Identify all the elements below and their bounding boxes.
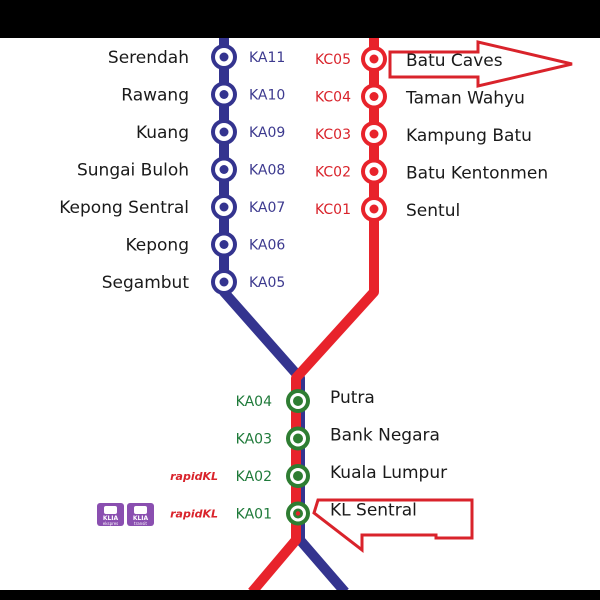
station-name: Rawang — [121, 86, 189, 106]
train-icon — [104, 506, 117, 514]
station-marker-dot — [369, 54, 379, 64]
station-name: Sungai Buloh — [77, 161, 189, 181]
station-name: Kampung Batu — [406, 126, 532, 146]
station-marker-dot — [219, 90, 229, 99]
station-ka07[interactable] — [211, 194, 237, 220]
station-ka05[interactable] — [211, 269, 237, 295]
badge-sub: ekspres — [103, 521, 119, 526]
station-marker-dot — [219, 202, 229, 212]
badge-label: KLIA — [133, 515, 149, 522]
station-marker-dot — [369, 167, 379, 176]
rapidkl-logo: rapidKL — [170, 470, 218, 483]
station-code: KA07 — [249, 200, 285, 216]
station-ka02[interactable] — [286, 464, 310, 488]
station-name: Putra — [330, 388, 375, 408]
station-code: KA05 — [249, 275, 285, 291]
kc-north-stations — [361, 46, 387, 222]
station-name: Bank Negara — [330, 426, 440, 446]
station-name: Taman Wahyu — [405, 89, 525, 109]
station-ka09[interactable] — [211, 119, 237, 145]
station-marker-dot — [219, 240, 229, 249]
station-marker-dot — [369, 204, 379, 214]
shared-stations — [286, 389, 310, 526]
badge-bg — [127, 503, 154, 526]
station-marker-dot — [293, 471, 303, 481]
station-name: Sentul — [406, 201, 460, 221]
station-kc04[interactable] — [361, 83, 387, 110]
station-code: KC05 — [315, 52, 351, 68]
station-code: KC03 — [315, 127, 351, 143]
top-black-bar — [0, 0, 600, 38]
station-code: KC01 — [315, 202, 351, 218]
station-name: Kepong — [125, 236, 189, 256]
station-code: KA09 — [249, 125, 285, 141]
station-name: Batu Caves — [406, 51, 503, 71]
rapidkl-logo: rapidKL — [170, 508, 218, 521]
badge-sub: transit — [134, 521, 147, 526]
station-code: KA11 — [249, 50, 285, 66]
ka-north-stations — [211, 44, 237, 295]
station-code: KA03 — [236, 432, 272, 448]
station-code: KA02 — [236, 469, 272, 485]
station-ka11[interactable] — [211, 44, 237, 70]
station-ka01[interactable] — [286, 501, 310, 526]
station-ka03[interactable] — [286, 426, 310, 451]
station-name: Serendah — [108, 48, 189, 68]
kl-sentral-arrow — [312, 498, 474, 554]
station-kc05[interactable] — [361, 46, 387, 72]
station-kc01[interactable] — [361, 196, 387, 222]
station-code: KC02 — [315, 165, 351, 181]
station-code: KA01 — [236, 507, 272, 523]
station-code: KA06 — [249, 238, 285, 254]
station-code: KA08 — [249, 163, 285, 179]
station-marker-dot — [293, 433, 303, 444]
station-code: KA10 — [249, 88, 285, 104]
station-marker-center — [295, 511, 301, 516]
station-marker-dot — [293, 396, 303, 406]
station-code: KA04 — [236, 394, 272, 410]
station-ka06[interactable] — [211, 231, 237, 258]
station-marker-dot — [219, 127, 229, 137]
station-code: KC04 — [315, 90, 351, 106]
badge-label: KLIA — [103, 515, 119, 522]
station-marker-dot — [369, 129, 379, 139]
bottom-black-bar — [0, 590, 600, 600]
station-ka10[interactable] — [211, 81, 237, 108]
station-name: KL Sentral — [330, 501, 417, 521]
station-name: Kuang — [136, 123, 189, 143]
station-kc02[interactable] — [361, 158, 387, 185]
station-ka08[interactable] — [211, 156, 237, 183]
station-marker-dot — [219, 277, 229, 287]
station-marker-dot — [219, 52, 229, 62]
station-kc03[interactable] — [361, 121, 387, 147]
station-ka04[interactable] — [286, 389, 310, 413]
train-icon — [134, 506, 147, 514]
station-marker-dot — [369, 92, 379, 101]
badge-bg — [97, 503, 124, 526]
station-marker-dot — [219, 165, 229, 174]
batu-caves-arrow — [388, 40, 573, 88]
station-name: Kepong Sentral — [59, 198, 189, 218]
station-name: Segambut — [102, 273, 190, 293]
station-name: Batu Kentonmen — [406, 164, 548, 184]
station-name: Kuala Lumpur — [330, 463, 447, 483]
